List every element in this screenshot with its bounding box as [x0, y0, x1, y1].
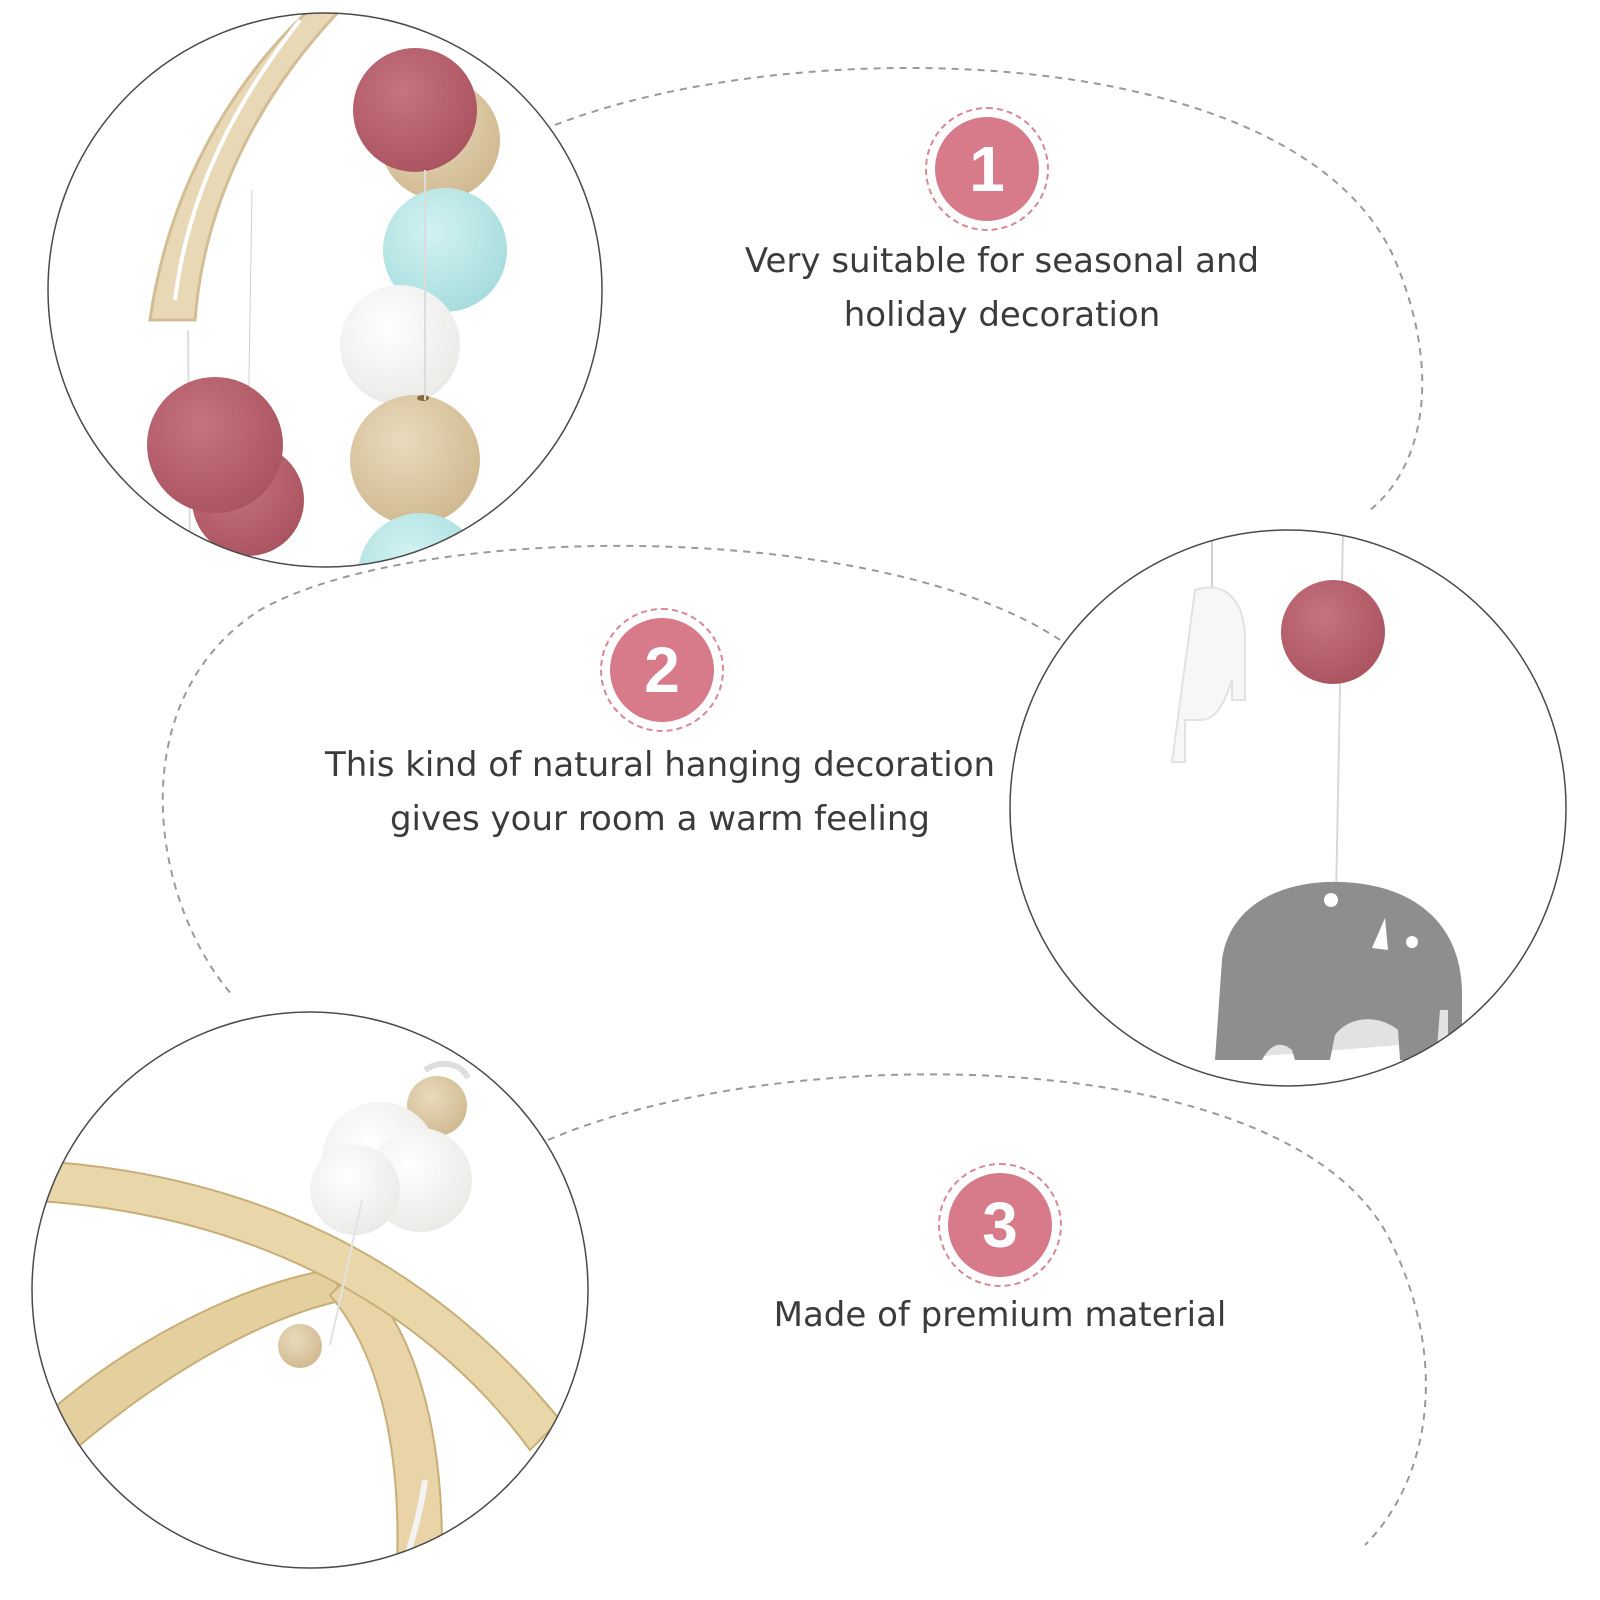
badge-dashed-ring [925, 107, 1049, 231]
feature-2-text: This kind of natural hanging decoration … [300, 738, 1020, 846]
badge-dashed-ring [600, 608, 724, 732]
pompom-closeup-photo [47, 12, 603, 568]
feature-2-line-1: This kind of natural hanging decoration [324, 745, 996, 785]
feature-1-line-2: holiday decoration [843, 295, 1161, 335]
wooden-ring-closeup-photo [31, 1011, 589, 1569]
feature-3-badge: 3 [938, 1163, 1062, 1287]
feature-2-badge: 2 [600, 608, 724, 732]
badge-dashed-ring [938, 1163, 1062, 1287]
feature-3-line-1: Made of premium material [773, 1295, 1227, 1335]
feature-1-text: Very suitable for seasonal and holiday d… [712, 234, 1292, 342]
dashed-connector-curves [161, 66, 1427, 1546]
feature-1-line-1: Very suitable for seasonal and [744, 241, 1260, 281]
feature-3-text: Made of premium material [730, 1288, 1270, 1342]
badge-number: 2 [610, 618, 714, 722]
dashed-curve-2 [161, 544, 1061, 996]
elephant-closeup-photo [1009, 529, 1567, 1087]
badge-number: 3 [948, 1173, 1052, 1277]
feature-2-line-2: gives your room a warm feeling [389, 799, 931, 839]
feature-1-badge: 1 [925, 107, 1049, 231]
badge-number: 1 [935, 117, 1039, 221]
dashed-curve-1 [554, 66, 1424, 511]
